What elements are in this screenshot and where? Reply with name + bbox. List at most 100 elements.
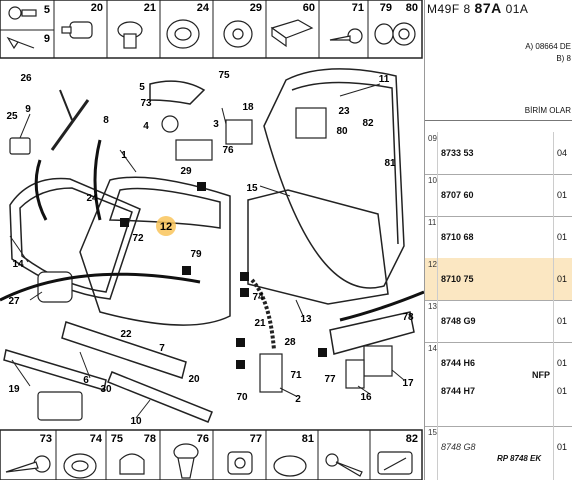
quantity: 04 xyxy=(557,148,568,158)
top-label-9: 9 xyxy=(44,33,50,45)
part-number[interactable]: 8748 G9 xyxy=(441,316,476,326)
bottom-label-77: 77 xyxy=(250,433,262,445)
quantity: 01 xyxy=(557,190,568,200)
weatherstrip xyxy=(107,371,213,423)
table-row[interactable]: 14 8744 H6 NFP 01 8744 H7 01 xyxy=(425,342,572,427)
callout-11: 11 xyxy=(379,74,390,85)
table-row[interactable]: 11 8710 68 01 xyxy=(425,216,572,259)
callout-71: 71 xyxy=(290,370,302,381)
top-label-29: 29 xyxy=(250,2,262,14)
grommet-icon xyxy=(374,23,394,45)
top-label-71: 71 xyxy=(352,2,364,14)
part-number[interactable]: 8733 53 xyxy=(441,148,474,158)
callout-72: 72 xyxy=(132,233,144,244)
plug-icon xyxy=(61,21,93,39)
bottom-label-73: 73 xyxy=(40,433,52,445)
grille-18 xyxy=(225,119,253,145)
table-row[interactable]: 09 8733 53 04 xyxy=(425,132,572,175)
bottom-label-78: 78 xyxy=(144,433,156,445)
callout-13: 13 xyxy=(300,314,312,325)
gas-strut-left xyxy=(50,99,90,151)
callout-82: 82 xyxy=(362,118,374,129)
callout-12: 12 xyxy=(160,221,172,233)
table-row[interactable]: 13 8748 G9 01 xyxy=(425,300,572,343)
table-row[interactable]: 10 8707 60 01 xyxy=(425,174,572,217)
emblem-27 xyxy=(37,271,73,303)
quantity: 01 xyxy=(557,316,568,326)
push-rivet-icon xyxy=(273,455,307,477)
callout-76: 76 xyxy=(222,145,234,156)
callout-27: 27 xyxy=(8,296,20,307)
row-index: 11 xyxy=(428,218,437,227)
latch-16 xyxy=(345,359,365,389)
washer-icon xyxy=(392,22,416,46)
part-number[interactable]: 8744 H6 xyxy=(441,358,476,368)
callout-1: 1 xyxy=(121,150,127,161)
callout-81: 81 xyxy=(384,158,396,169)
replacement-note: RP 8748 EK xyxy=(497,454,542,463)
part-number[interactable]: 8710 68 xyxy=(441,232,474,242)
callout-30: 30 xyxy=(100,384,112,395)
liftgate-shell xyxy=(79,176,231,326)
top-label-80: 80 xyxy=(406,2,418,14)
license-trim xyxy=(61,321,187,379)
callout-75: 75 xyxy=(218,70,230,81)
part-number[interactable]: 8710 75 xyxy=(441,274,474,284)
lamp-4 xyxy=(161,115,179,133)
bottom-label-76: 76 xyxy=(197,433,209,445)
callout-3: 3 xyxy=(213,119,219,130)
bottom-label-82: 82 xyxy=(406,433,418,445)
quantity: 01 xyxy=(557,232,568,242)
callout-23: 23 xyxy=(338,106,350,117)
nfp-flag: NFP xyxy=(532,370,550,380)
part-number[interactable]: 8707 60 xyxy=(441,190,474,200)
retainer-icon xyxy=(377,451,413,475)
callout-7: 7 xyxy=(159,343,165,354)
nut-icon xyxy=(223,20,253,48)
bolt-icon xyxy=(6,36,35,50)
callout-22: 22 xyxy=(120,329,132,340)
callout-79: 79 xyxy=(190,249,202,260)
grommet-ring-icon xyxy=(166,19,200,49)
quantity: 01 xyxy=(557,274,568,284)
callout-16: 16 xyxy=(360,392,372,403)
callout-20: 20 xyxy=(188,374,200,385)
top-label-60: 60 xyxy=(303,2,315,14)
row-index: 13 xyxy=(428,302,437,311)
quantity-alt: 01 xyxy=(557,386,568,396)
control-23 xyxy=(295,107,327,139)
row-index: 10 xyxy=(428,176,437,185)
unit-column-header: BİRİM OLAR xyxy=(524,106,571,115)
callout-10: 10 xyxy=(130,416,142,427)
callout-18: 18 xyxy=(242,102,254,113)
callout-25: 25 xyxy=(6,111,18,122)
top-label-79: 79 xyxy=(380,2,392,14)
screw-icon xyxy=(5,455,51,473)
bottom-label-81: 81 xyxy=(302,433,314,445)
callout-5: 5 xyxy=(139,82,145,93)
handle-bar xyxy=(329,311,415,355)
exploded-parts-diagram: 5 9 20 21 24 29 60 71 79 80 xyxy=(0,0,424,480)
bottom-label-74: 74 xyxy=(90,433,103,445)
rivet-icon xyxy=(173,443,199,479)
callout-28: 28 xyxy=(284,337,296,348)
callout-17: 17 xyxy=(402,378,414,389)
nut-clip-icon xyxy=(227,451,253,475)
row-index: 12 xyxy=(428,260,437,269)
quantity: 01 xyxy=(557,358,568,368)
clip-icon xyxy=(119,453,145,475)
part-number[interactable]: 8748 G8 xyxy=(441,442,476,452)
callout-19: 19 xyxy=(8,384,20,395)
table-row[interactable]: 15 8748 G8 RP 8748 EK 01 xyxy=(425,426,572,480)
hinge-29 xyxy=(175,139,213,161)
top-label-24: 24 xyxy=(197,2,210,14)
applicability-a: A) 08664 DE xyxy=(525,42,571,51)
callout-6: 6 xyxy=(83,375,89,386)
lock-17 xyxy=(363,345,393,377)
box-30 xyxy=(37,391,83,421)
table-row-selected[interactable]: 12 8710 75 01 xyxy=(425,258,572,301)
foam-pad-icon xyxy=(270,19,314,48)
bracket-25 xyxy=(9,137,31,155)
part-number-alt[interactable]: 8744 H7 xyxy=(441,386,476,396)
callout-26: 26 xyxy=(20,73,32,84)
